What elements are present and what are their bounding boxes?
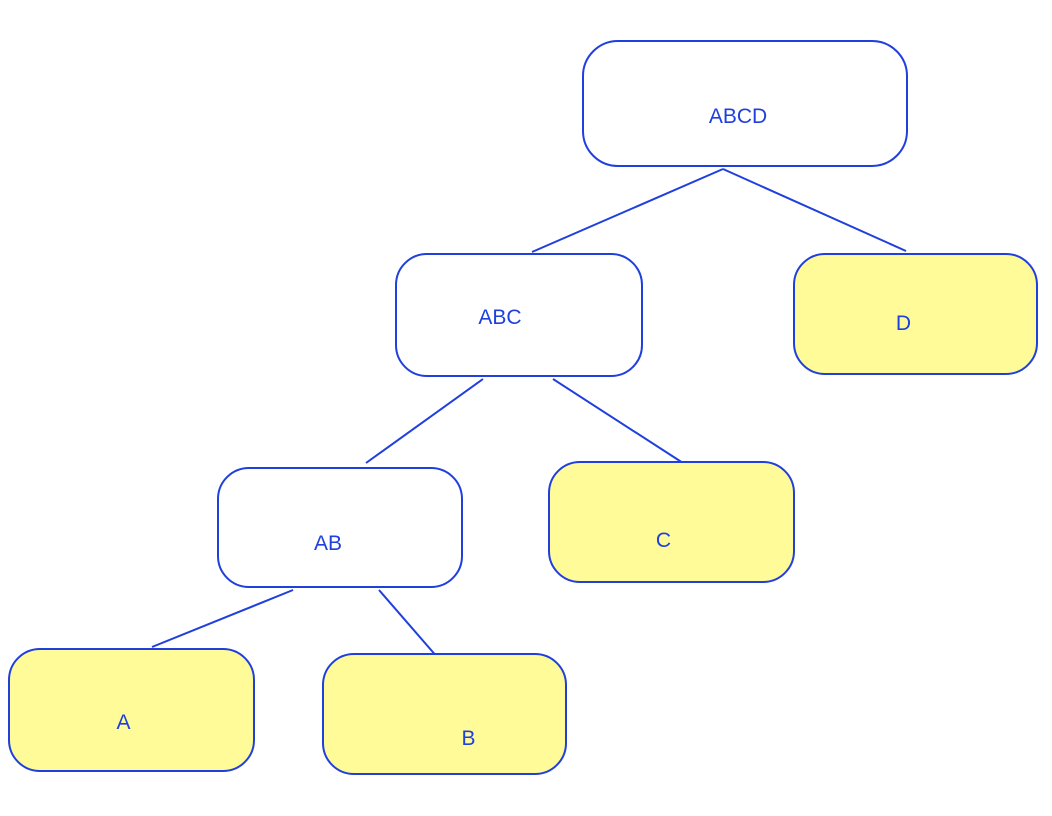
node-abc-label: ABC bbox=[478, 305, 522, 329]
node-abc: ABC bbox=[395, 253, 643, 377]
node-b-label: B bbox=[461, 726, 476, 750]
edge-abc-c bbox=[552, 378, 684, 464]
edge-ab-a bbox=[151, 589, 294, 648]
edge-ab-b bbox=[378, 589, 439, 659]
node-ab: AB bbox=[217, 467, 463, 588]
node-a: A bbox=[8, 648, 255, 772]
node-d: D bbox=[793, 253, 1038, 375]
node-abcd-label: ABCD bbox=[708, 105, 768, 128]
edge-abcd-abc bbox=[531, 168, 724, 253]
edge-abc-ab bbox=[365, 378, 484, 464]
node-abcd: ABCD bbox=[582, 40, 908, 167]
node-d-label: D bbox=[895, 311, 912, 335]
node-ab-label: AB bbox=[313, 532, 342, 555]
edge-abcd-d bbox=[722, 168, 907, 252]
node-c: C bbox=[548, 461, 795, 583]
node-b: B bbox=[322, 653, 567, 775]
node-c-label: C bbox=[655, 528, 672, 552]
node-a-label: A bbox=[116, 710, 131, 734]
